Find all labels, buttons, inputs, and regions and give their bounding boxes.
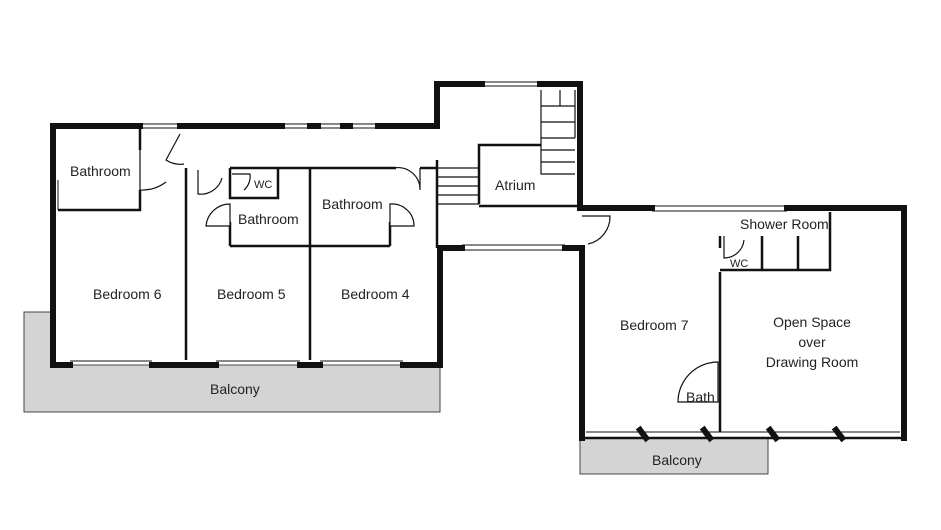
label-balcony-left: Balcony (210, 381, 260, 397)
left-block-walls (50, 81, 585, 441)
label-wc-1: WC (254, 179, 272, 191)
label-balcony-right: Balcony (652, 452, 702, 468)
label-open-space-3: Drawing Room (766, 354, 859, 370)
label-open-space-2: over (798, 334, 826, 350)
label-bedroom-6: Bedroom 6 (93, 286, 162, 302)
label-wc-2: WC (730, 258, 748, 270)
label-bathroom-right: Bathroom (322, 196, 383, 212)
label-bedroom-4: Bedroom 4 (341, 286, 410, 302)
label-bedroom-5: Bedroom 5 (217, 286, 286, 302)
label-bathroom-left: Bathroom (70, 163, 131, 179)
balcony-left (23, 311, 441, 413)
label-atrium: Atrium (495, 177, 535, 193)
label-bath: Bath (686, 389, 715, 405)
right-block-walls (577, 205, 907, 443)
left-block-interior (57, 90, 611, 360)
balcony-right (579, 437, 769, 475)
label-shower-room: Shower Room (740, 216, 829, 232)
label-bathroom-mid: Bathroom (238, 211, 299, 227)
label-open-space-1: Open Space (773, 314, 851, 330)
label-bedroom-7: Bedroom 7 (620, 317, 689, 333)
